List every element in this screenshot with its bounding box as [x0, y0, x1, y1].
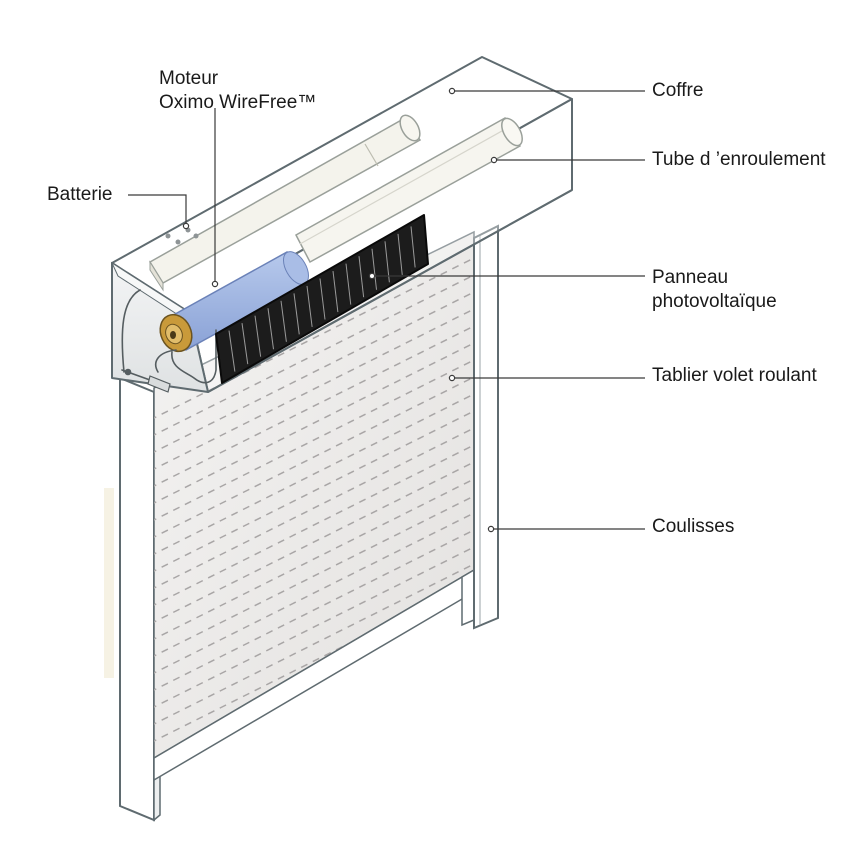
motor — [159, 250, 309, 353]
moteur-label-line1: Moteur — [159, 68, 219, 89]
panel-cell-divider — [358, 256, 365, 298]
panel-cell-divider — [254, 315, 262, 357]
panneau-label-line1: Panneau — [652, 267, 729, 288]
callout-dots — [182, 87, 498, 533]
curtain-slat — [154, 509, 474, 676]
curtain-slat — [154, 254, 474, 421]
curtain-slat — [154, 543, 474, 710]
panel-cell-divider — [319, 278, 326, 320]
curtain-slat — [154, 424, 474, 591]
panel-cell-divider — [228, 330, 236, 372]
curtain-slat — [154, 475, 474, 642]
curtain-slat — [154, 271, 474, 438]
panel-cell-divider — [306, 285, 313, 327]
curtain-slat — [154, 577, 474, 744]
battery — [148, 114, 422, 292]
wall-stripe — [104, 488, 114, 678]
curtain-slat — [154, 373, 474, 540]
panel-cell-divider — [345, 263, 352, 305]
moteur-label: Moteur Oximo WireFree™ — [159, 67, 316, 115]
panel-cell-divider — [332, 271, 339, 313]
panneau-label: Panneau photovoltaïque — [652, 266, 777, 314]
tablier-label: Tablier volet roulant — [652, 365, 817, 386]
curtain-slat — [154, 526, 474, 693]
curtain-slat — [154, 322, 474, 489]
callout-lines — [128, 90, 645, 530]
winding-tube — [294, 116, 523, 264]
curtain-slat — [154, 339, 474, 506]
right-guide-rail — [473, 224, 499, 630]
moteur-label-line2: Oximo WireFree™ — [159, 92, 317, 113]
tube-label: Tube d ’enroulement — [652, 149, 826, 170]
wiring — [121, 289, 217, 393]
panel-cell-divider — [410, 226, 416, 268]
panel-cell-divider — [267, 308, 274, 350]
curtain-slat — [154, 407, 474, 574]
panel-cells — [228, 226, 416, 372]
batterie-leader — [128, 194, 187, 226]
curtain-slat — [154, 560, 474, 727]
curtain-slat — [154, 458, 474, 625]
curtain-slat — [154, 441, 474, 608]
panneau-label-line2: photovoltaïque — [652, 291, 777, 312]
panel-cell-divider — [371, 248, 377, 290]
coffre-label: Coffre — [652, 80, 704, 101]
curtain-slat — [154, 288, 474, 455]
panel-cell-divider — [397, 233, 403, 275]
coulisses-label: Coulisses — [652, 516, 735, 537]
curtain-slat — [154, 356, 474, 523]
panel-cell-divider — [293, 293, 300, 335]
curtain-slat — [154, 305, 474, 472]
photovoltaic-panel — [215, 214, 429, 384]
panel-cell-divider — [280, 300, 287, 342]
curtain-slat — [154, 492, 474, 659]
panel-cell-divider — [241, 323, 249, 365]
curtain-slats — [154, 254, 474, 758]
curtain-slat — [154, 390, 474, 557]
batterie-label: Batterie — [47, 184, 113, 205]
